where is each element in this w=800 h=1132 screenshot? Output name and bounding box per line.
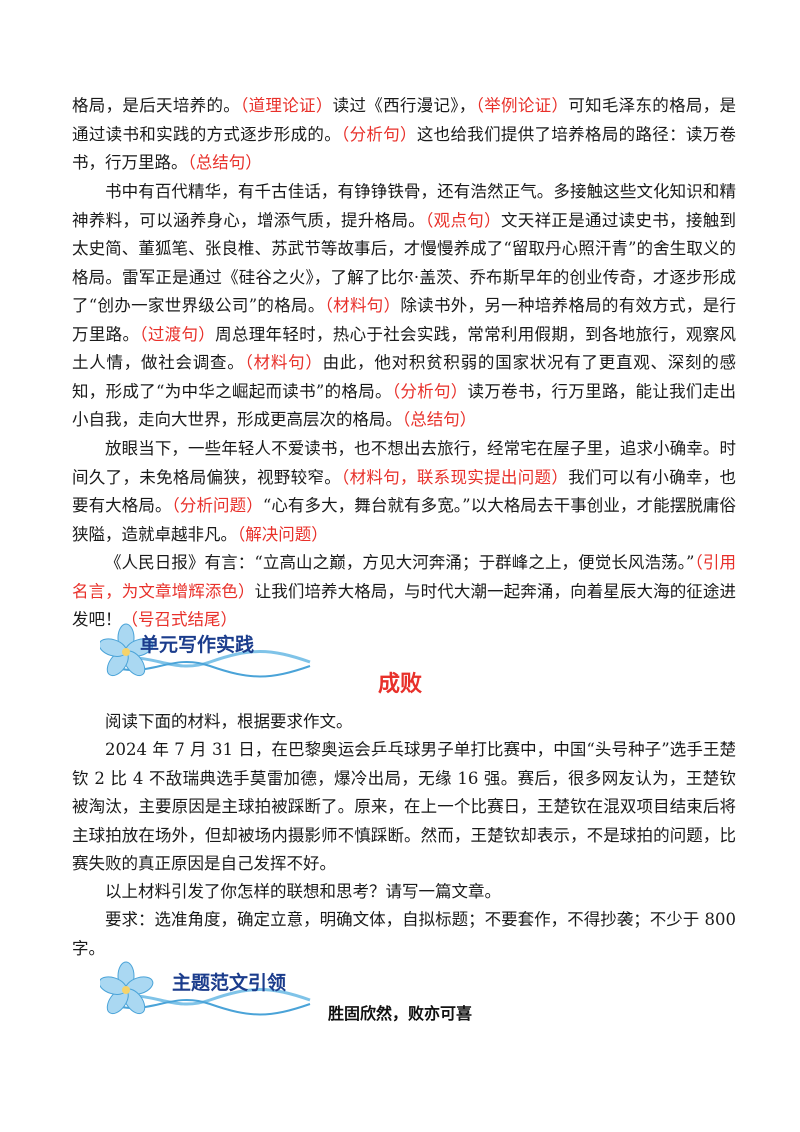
- section-banner-writing-practice: 单元写作实践: [100, 620, 320, 680]
- task-prompt: 以上材料引发了你怎样的联想和思考？请写一篇文章。: [105, 882, 501, 901]
- text: 文天祥正是通过读史书，接触到太史简、董狐笔、张良椎、苏武节等故事后，才慢慢养成了…: [72, 210, 737, 316]
- annotation: （观点句）: [425, 210, 501, 230]
- annotation: （分析句）: [341, 124, 417, 144]
- banner-title: 单元写作实践: [140, 634, 255, 656]
- annotation: （材料句）: [324, 296, 401, 315]
- annotation: （材料句，联系现实提出问题）: [341, 467, 569, 487]
- text: 由此，他对积贫积弱的国家状况有了更直观、深刻的感知，形成了“为中华之崛起而读书”…: [72, 353, 737, 401]
- model-essay-title: 胜固欣然，败亦可喜: [327, 1004, 472, 1023]
- annotation: （过渡句）: [139, 324, 216, 344]
- text: 放眼当下，一些年轻人不爱读书，也不想出去旅行，经常宅在屋子里，追求小确幸。时间久…: [72, 439, 736, 487]
- text: “心有多大，舞台就有多宽。”以大格局去干事创业，才能摆脱庸俗狭隘，造就卓越非凡。: [72, 496, 736, 544]
- text: 书中有百代精华，有千古佳话，有铮铮铁骨，还有浩然正气。多接触这些文化知识和精神养…: [72, 182, 736, 230]
- text: 《人民日报》有言：“立高山之巅，方见大河奔涌；于群峰之上，便觉长风浩荡。”: [105, 553, 695, 572]
- text: 我们可以有小确幸，也要有大格局。: [72, 467, 737, 516]
- text: 可知毛泽东的格局，是通过读书和实践的方式逐步形成的。: [72, 96, 737, 144]
- task-requirement: 要求：选准角度，确定立意，明确文体，自拟标题；不要套作，不得抄袭；不少于 800…: [72, 910, 736, 958]
- annotation: （举例论证）: [475, 96, 569, 115]
- text: 除读书外，另一种培养格局的有效方式，是行万里路。: [72, 296, 736, 344]
- paragraph-4: 《人民日报》有言：“立高山之巅，方见大河奔涌；于群峰之上，便觉长风浩荡。”（引用…: [72, 549, 736, 635]
- paragraph-3: 放眼当下，一些年轻人不爱读书，也不想出去旅行，经常宅在屋子里，追求小确幸。时间久…: [72, 435, 736, 549]
- annotation: （道理论证）: [240, 96, 333, 115]
- essay-topic-title: 成败: [377, 672, 422, 697]
- annotation: （号召式结尾）: [121, 610, 238, 629]
- text: 这也给我们提供了培养格局的路径：读万卷书，行万里路。: [72, 124, 737, 173]
- paragraph-2: 书中有百代精华，有千古佳话，有铮铮铁骨，还有浩然正气。多接触这些文化知识和精神养…: [72, 178, 736, 435]
- text: 读万卷书，行万里路，能让我们走出小自我，走向大世界，形成更高层次的格局。: [72, 381, 736, 430]
- annotation: （总结句）: [187, 153, 262, 172]
- task-intro: 阅读下面的材料，根据要求作文。: [105, 712, 353, 731]
- annotation: （引用名言，为文章增辉添色）: [72, 553, 736, 601]
- annotation: （分析问题）: [171, 496, 263, 515]
- annotation: （总结句）: [402, 410, 477, 429]
- task-material: 2024 年 7 月 31 日，在巴黎奥运会乒乓球男子单打比赛中，中国“头号种子…: [72, 740, 736, 873]
- annotation: （解决问题）: [237, 524, 328, 544]
- annotation: （材料句）: [244, 353, 323, 372]
- text: 周总理年轻时，热心于社会实践，常常利用假期，到各地旅行，观察风土人情，做社会调查…: [72, 324, 737, 373]
- banner-title: 主题范文引领: [172, 972, 287, 994]
- text: 让我们培养大格局，与时代大潮一起奔涌，向着星辰大海的征途进发吧！: [72, 581, 737, 630]
- text: 格局，是后天培养的。: [72, 96, 241, 115]
- paragraph-1: 格局，是后天培养的。（道理论证）读过《西行漫记》，（举例论证）可知毛泽东的格局，…: [72, 92, 736, 178]
- flower-ribbon-icon: [100, 623, 311, 678]
- text: 读过《西行漫记》，: [332, 96, 476, 115]
- annotation: （分析句）: [391, 381, 468, 401]
- flower-ribbon-icon: [100, 961, 311, 1016]
- section-banner-model-essay: 主题范文引领: [100, 958, 320, 1018]
